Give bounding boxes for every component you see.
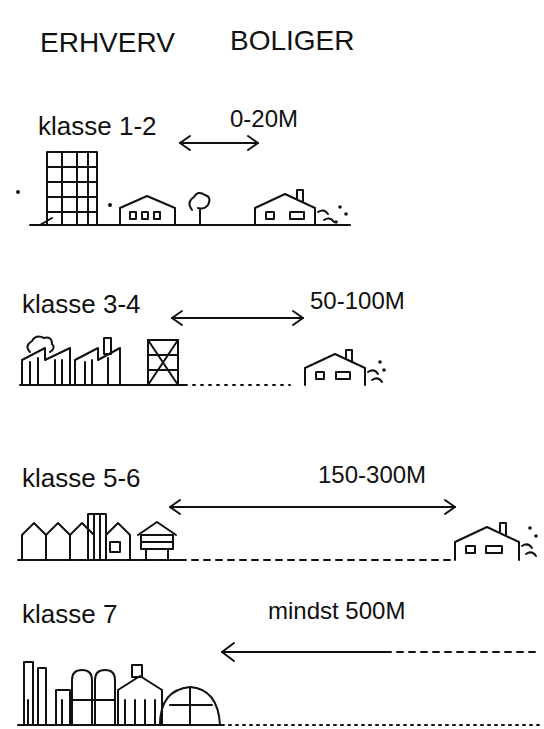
row-illustration bbox=[20, 337, 385, 385]
distance-label: 50-100M bbox=[310, 288, 405, 314]
column-heading: ERHVERV bbox=[40, 28, 175, 59]
distance-label: mindst 500M bbox=[268, 598, 405, 624]
distance-arrow bbox=[170, 500, 455, 514]
distance-label: 0-20M bbox=[230, 106, 298, 132]
column-heading: BOLIGER bbox=[230, 26, 354, 57]
class-label: klasse 5-6 bbox=[22, 464, 141, 493]
class-label: klasse 7 bbox=[22, 600, 117, 629]
distance-arrow bbox=[172, 311, 303, 325]
class-label: klasse 3-4 bbox=[22, 290, 141, 319]
row-illustration bbox=[18, 662, 540, 725]
distance-arrow bbox=[222, 643, 540, 661]
row-illustration bbox=[18, 514, 537, 560]
distance-arrow bbox=[180, 136, 258, 150]
distance-label: 150-300M bbox=[318, 462, 426, 488]
class-label: klasse 1-2 bbox=[38, 112, 157, 141]
row-illustration bbox=[17, 152, 350, 225]
